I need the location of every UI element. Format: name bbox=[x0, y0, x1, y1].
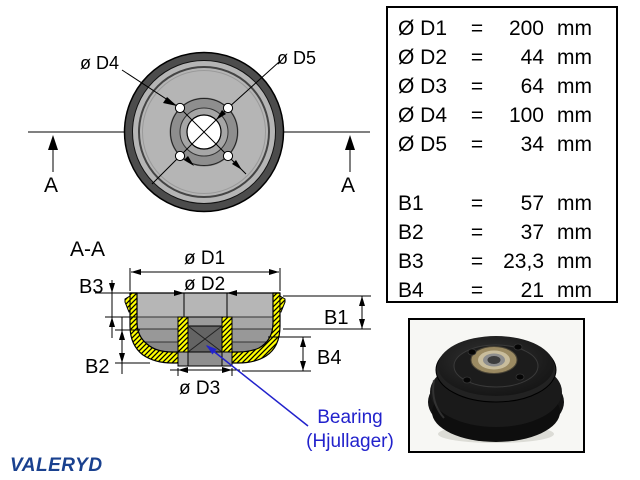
valeryd-logo: VALERYD bbox=[10, 455, 103, 476]
front-view-d4-label: ø D4 bbox=[80, 53, 120, 73]
bearing-callout-line1: Bearing bbox=[317, 407, 383, 428]
bearing-callout: Bearing (Hjullager) bbox=[287, 406, 413, 454]
product-photo-frame bbox=[408, 318, 585, 453]
section-b1-label: B1 bbox=[324, 307, 349, 329]
section-view-drawing bbox=[95, 268, 371, 427]
bearing-leader-arrow bbox=[206, 345, 309, 427]
hub-section bbox=[177, 316, 233, 367]
front-view-d5-label: ø D5 bbox=[277, 48, 317, 68]
photo-bolt-holes bbox=[462, 343, 525, 384]
section-d2-label: ø D2 bbox=[184, 274, 226, 295]
section-d3-label: ø D3 bbox=[179, 378, 221, 399]
section-marker-a-right: A bbox=[341, 174, 356, 197]
section-b3-label: B3 bbox=[79, 276, 104, 298]
table-group-spacer bbox=[398, 162, 616, 192]
product-photo bbox=[410, 320, 583, 451]
front-view-drawing bbox=[28, 51, 370, 213]
section-d1-label: ø D1 bbox=[184, 248, 226, 269]
section-cut-markers bbox=[48, 135, 355, 172]
bearing-callout-line2: (Hjullager) bbox=[306, 431, 394, 452]
photo-bearing-hub bbox=[470, 346, 518, 374]
section-view-title: A-A bbox=[70, 238, 106, 261]
section-marker-a-left: A bbox=[44, 174, 59, 197]
bolt-holes bbox=[174, 102, 234, 162]
section-b4-label: B4 bbox=[317, 347, 342, 369]
section-b2-label: B2 bbox=[85, 356, 110, 378]
